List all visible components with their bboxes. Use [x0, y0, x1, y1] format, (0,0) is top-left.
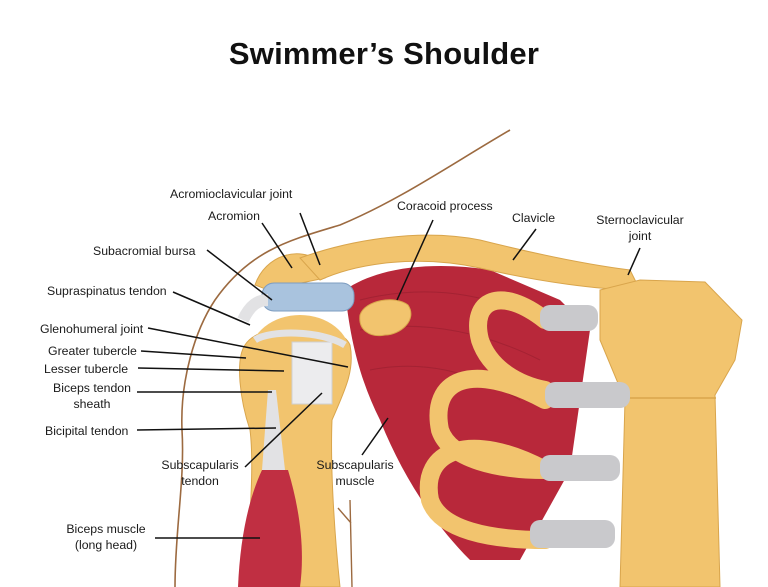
label-biceps-tendon-sheath: Biceps tendon sheath: [47, 380, 137, 412]
label-subacromial-bursa: Subacromial bursa: [93, 244, 196, 258]
label-line: tendon: [181, 474, 219, 488]
skin-outline: [174, 129, 511, 587]
label-acromion: Acromion: [208, 209, 260, 223]
label-greater-tubercle: Greater tubercle: [48, 344, 137, 358]
label-coracoid-process: Coracoid process: [397, 199, 493, 213]
label-line: Subscapularis: [316, 458, 394, 472]
coracoid-process-shape: [359, 299, 412, 337]
label-lesser-tubercle: Lesser tubercle: [44, 362, 129, 376]
label-line: Subscapularis: [161, 458, 239, 472]
label-clavicle: Clavicle: [512, 211, 556, 225]
subscapularis-muscle-shape: [345, 266, 590, 560]
label-line: muscle: [335, 474, 375, 488]
biceps-muscle-shape: [238, 470, 302, 587]
label-glenohumeral-joint: Glenohumeral joint: [40, 322, 144, 336]
sternum-bone: [599, 279, 743, 587]
label-line: Biceps muscle: [66, 522, 146, 536]
label-subscapularis-tendon: Subscapularis tendon: [157, 457, 243, 489]
label-supraspinatus-tendon: Supraspinatus tendon: [47, 284, 167, 298]
label-bicipital-tendon: Bicipital tendon: [45, 424, 129, 438]
label-subscapularis-muscle: Subscapularis muscle: [312, 457, 398, 489]
label-acromioclavicular-joint: Acromioclavicular joint: [170, 187, 293, 201]
label-line: joint: [628, 229, 652, 243]
label-line: sheath: [73, 397, 111, 411]
diagram-title: Swimmer’s Shoulder: [228, 36, 540, 71]
clavicle-bone: [299, 234, 641, 291]
label-line: Sternoclavicular: [596, 213, 684, 227]
label-line: (long head): [74, 538, 138, 552]
axilla-outline: [337, 499, 353, 587]
label-sternoclavicular-joint: Sternoclavicular joint: [592, 212, 688, 244]
label-line: Biceps tendon: [53, 381, 131, 395]
label-biceps-muscle: Biceps muscle (long head): [60, 521, 152, 553]
subacromial-bursa-shape: [261, 282, 355, 312]
